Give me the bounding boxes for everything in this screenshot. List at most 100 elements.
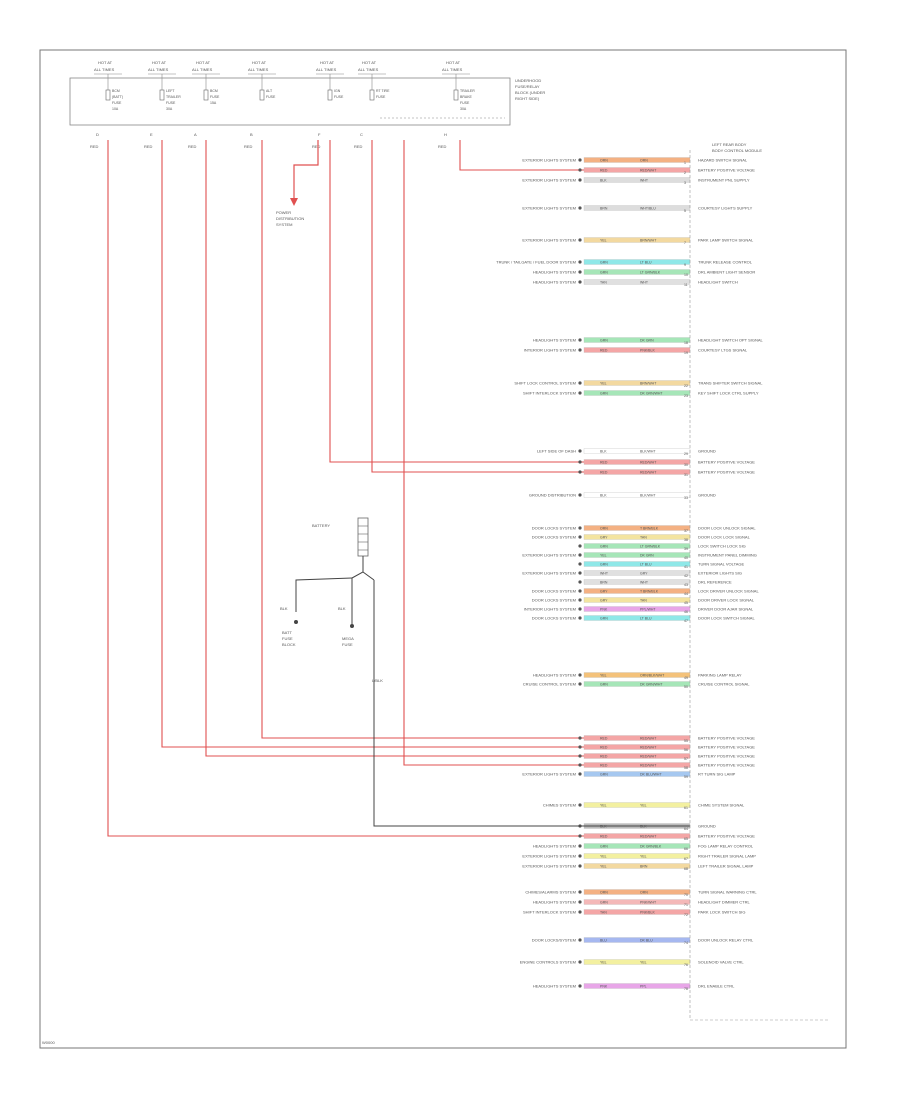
row-wire-code-2: WHT/BLU [640,207,656,211]
row-wire-code-2: DK GRN/WHT [640,683,663,687]
row-wire-code-2: T BRN/BLK [640,590,659,594]
row-wire-code-1: RED [600,746,608,750]
row-splice [578,960,582,964]
fuse-name-line: (BATT) [112,95,123,99]
row-left-label: HEADLIGHTS SYSTEM [533,900,576,905]
fuse-pin: C [360,132,363,137]
fuse-name-line: FUSE [376,95,386,99]
row-splice [578,580,582,584]
row-wire-code-2: BRN/WHT [640,382,657,386]
row-right-label: DOOR LOCK SWITCH SIGNAL [698,616,755,621]
row-wire-code-2: YEL [640,855,647,859]
fuse-name-line: RT TIRE [376,89,390,93]
row-wire-code-1: YEL [600,961,607,965]
module-label-line: LEFT REAR BODY [712,142,747,147]
row-pin: 56 [684,748,688,752]
row-left-label: EXTERIOR LIGHTS SYSTEM [522,772,576,777]
row-pin: 2 [684,171,686,175]
row-wire-code-1: BRN [600,207,608,211]
row-wire-code-2: BLK/WHT [640,494,656,498]
fuse-element [369,89,375,101]
row-splice [578,589,582,593]
wire [329,140,584,463]
row-wire-code-2: RED/WHT [640,755,657,759]
row-left-label: CRUISE CONTROL SYSTEM [523,682,576,687]
fuse-block-label-line: RIGHT SIDE) [515,96,540,101]
row-wire-code-1: RED [600,471,608,475]
row-wire-code-2: ORN/BLK/WHT [640,674,665,678]
row-wire-code-2: ORN [640,891,648,895]
wire-band [583,606,691,612]
row-pin: 58 [684,766,688,770]
row-splice [578,772,582,776]
row-wire-code-1: BLK [600,179,607,183]
row-right-label: LEFT TRAILER SIGNAL LAMP [698,864,754,869]
fuse-name-line: LEFT [166,89,175,93]
fuse-pin: A [194,132,197,137]
row-wire-code-2: LT BLU [640,617,652,621]
row-wire-code-1: PNK [600,985,608,989]
row-pin: 19 [684,351,688,355]
row-splice [578,900,582,904]
row-right-label: BATTERY POSITIVE VOLTAGE [698,168,755,173]
row-wire-code-1: RED [600,461,608,465]
fuse-name-line: FUSE [210,95,220,99]
row-wire-code-2: DK BLU [640,939,653,943]
row-right-label: LOCK SWITCH LOCK SIG [698,544,746,549]
row-left-label: SHIFT INTERLOCK SYSTEM [523,910,576,915]
row-splice [578,470,582,474]
row-wire-code-1: GRN [600,773,608,777]
row-wire-code-1: PNK [600,608,608,612]
row-splice [578,270,582,274]
row-pin: 44 [684,592,688,596]
battery-symbol [294,517,690,827]
fuse-wire-code: RED [244,144,253,149]
row-left-label: HEADLIGHTS SYSTEM [533,280,576,285]
battery-fuse-block-line: BATT [282,630,292,635]
wire-band [583,561,691,567]
row-pin: 37 [684,529,688,533]
row-pin: 38 [684,538,688,542]
row-right-label: INSTRUMENT PNL SUPPLY [698,178,750,183]
row-wire-code-1: TAN [600,911,607,915]
fuse-name-line: TRAILER [460,89,475,93]
wires [107,140,584,837]
row-left-label: HEADLIGHTS SYSTEM [533,844,576,849]
fuse-name-line: 15A [210,101,217,105]
row-wire-code-1: GRN [600,545,608,549]
fuse-name-line: FUSE [112,101,122,105]
mega-fuse-line: FUSE [342,642,353,647]
row-right-label: PARK LOCK SWITCH SIG [698,910,746,915]
battery-tag: L/BLK [372,678,383,683]
row-wire-code-1: GRY [600,590,608,594]
row-left-label: INTERIOR LIGHTS SYSTEM [524,348,576,353]
row-splice [578,984,582,988]
row-right-label: DRL REFERENCE [698,580,732,585]
row-wire-code-2: WHT [640,581,649,585]
wire [161,140,584,748]
row-wire-code-2: WHT [640,179,649,183]
fuse-name-line: 30A [166,107,173,111]
row-splice [578,745,582,749]
row-splice [578,736,582,740]
row-right-label: RT TURN SIG LAMP [698,772,736,777]
row-pin: 10 [684,273,688,277]
row-right-label: HEADLIGHT DIMMER CTRL [698,900,750,905]
row-pin: 29 [684,452,688,456]
row-wire-code-1: GRN [600,901,608,905]
row-left-label: INTERIOR LIGHTS SYSTEM [524,607,576,612]
row-right-label: BATTERY POSITIVE VOLTAGE [698,745,755,750]
row-pin: 18 [684,341,688,345]
wire [371,140,584,473]
